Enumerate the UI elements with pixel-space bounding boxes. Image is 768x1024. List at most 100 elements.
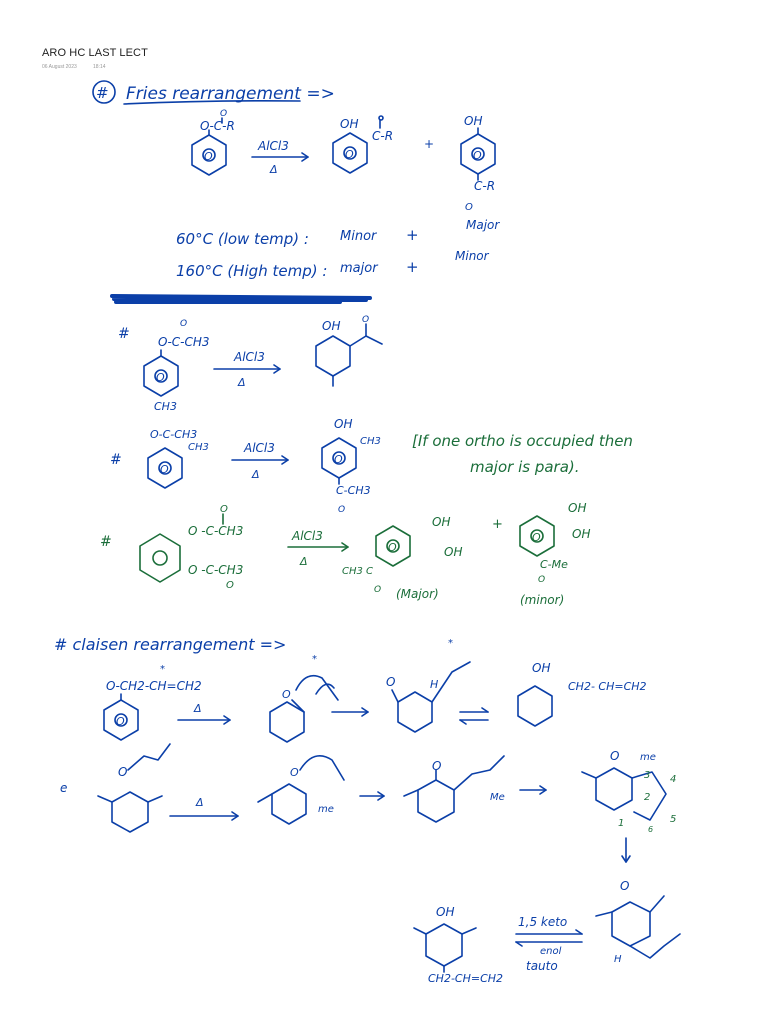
svg-text:OH: OH bbox=[572, 527, 590, 541]
svg-text:AlCl3: AlCl3 bbox=[233, 350, 265, 364]
svg-text:O: O bbox=[220, 504, 228, 515]
svg-text:Δ: Δ bbox=[299, 555, 308, 568]
svg-text:1,5 keto: 1,5 keto bbox=[518, 915, 567, 929]
svg-text:O: O bbox=[282, 688, 291, 701]
example-3: # O -C-CH3 O O -C-CH3 O AlCl3 Δ O OH OH … bbox=[100, 501, 590, 607]
svg-text:C-Me: C-Me bbox=[540, 558, 568, 571]
fries-para-product: OH O C-R O Major Minor bbox=[455, 114, 500, 263]
svg-text:+: + bbox=[424, 137, 434, 151]
svg-text:2: 2 bbox=[644, 792, 650, 803]
svg-text:O-C-CH3: O-C-CH3 bbox=[158, 335, 210, 349]
claisen2-transition-state: O me bbox=[257, 754, 385, 825]
svg-text:Δ: Δ bbox=[237, 376, 246, 389]
svg-text:O: O bbox=[220, 109, 227, 119]
svg-text:#: # bbox=[100, 534, 112, 550]
svg-text:OH: OH bbox=[432, 515, 450, 529]
svg-text:OH: OH bbox=[444, 545, 462, 559]
page-time: 18:14 bbox=[93, 64, 106, 70]
svg-text:O-C-R: O-C-R bbox=[200, 119, 235, 133]
svg-text:O: O bbox=[160, 463, 169, 476]
svg-text:160°C (High temp) :: 160°C (High temp) : bbox=[176, 262, 327, 280]
svg-text:O -C-CH3: O -C-CH3 bbox=[188, 524, 243, 538]
svg-text:O: O bbox=[334, 453, 343, 466]
svg-text:# claisen rearrangement =>: # claisen rearrangement => bbox=[54, 635, 286, 654]
svg-text:O: O bbox=[620, 879, 629, 893]
svg-text:O: O bbox=[610, 749, 619, 763]
svg-text:O: O bbox=[388, 541, 397, 554]
example-1: # O-C-CH3 O O CH3 AlCl3 Δ OH O bbox=[118, 315, 383, 413]
svg-text:OH: OH bbox=[340, 117, 358, 131]
svg-text:+: + bbox=[406, 226, 419, 244]
svg-text:O-C-CH3: O-C-CH3 bbox=[150, 428, 197, 441]
svg-text:me: me bbox=[640, 752, 656, 763]
svg-text:CH3 C: CH3 C bbox=[342, 566, 373, 577]
svg-text:O: O bbox=[465, 202, 473, 213]
claisen-product: OH CH2- CH=CH2 bbox=[517, 661, 647, 727]
svg-text:O: O bbox=[386, 675, 395, 689]
svg-text:CH3: CH3 bbox=[360, 436, 381, 447]
svg-text:+: + bbox=[406, 258, 419, 276]
svg-text:O: O bbox=[290, 766, 299, 779]
svg-text:Major: Major bbox=[466, 218, 500, 232]
svg-text:[If one ortho is occupied then: [If one ortho is occupied then bbox=[412, 432, 633, 450]
svg-text:Fries rearrangement =>: Fries rearrangement => bbox=[126, 84, 335, 104]
svg-text:O -C-CH3: O -C-CH3 bbox=[188, 563, 243, 577]
claisen2-reactant: e O Δ bbox=[60, 743, 239, 833]
svg-text:O: O bbox=[118, 765, 127, 779]
svg-text:me: me bbox=[318, 804, 334, 815]
svg-text:major: major bbox=[340, 261, 379, 276]
svg-text:e: e bbox=[60, 781, 67, 795]
claisen2-cope-state: O me 1 2 3 4 5 6 bbox=[581, 749, 676, 863]
svg-text:O: O bbox=[374, 585, 381, 595]
svg-text:OH: OH bbox=[322, 319, 340, 333]
svg-text:OH: OH bbox=[334, 417, 352, 431]
svg-text:6: 6 bbox=[648, 825, 653, 834]
svg-text:3: 3 bbox=[644, 770, 650, 781]
svg-text:O: O bbox=[180, 319, 187, 329]
claisen2-dienone: O Me bbox=[403, 755, 547, 823]
claisen-reactant: * O-CH2-CH=CH2 O Δ bbox=[103, 664, 231, 741]
svg-text:H: H bbox=[614, 954, 622, 965]
svg-text:C-R: C-R bbox=[372, 129, 393, 143]
svg-text:5: 5 bbox=[670, 814, 676, 825]
svg-text:CH2-CH=CH2: CH2-CH=CH2 bbox=[428, 972, 503, 985]
svg-text:*: * bbox=[312, 654, 317, 665]
fries-temperature-notes: 60°C (low temp) : Minor + 160°C (High te… bbox=[176, 226, 419, 280]
claisen-heading: # claisen rearrangement => bbox=[54, 635, 286, 654]
svg-text:Me: Me bbox=[490, 792, 505, 803]
svg-text:enol: enol bbox=[540, 946, 562, 957]
page-title: ARO HC LAST LECT bbox=[42, 47, 148, 59]
svg-text:O: O bbox=[538, 575, 545, 585]
svg-text:H: H bbox=[430, 678, 438, 691]
svg-text:OH: OH bbox=[464, 114, 482, 128]
svg-text:O: O bbox=[362, 315, 369, 325]
svg-text:OH: OH bbox=[532, 661, 550, 675]
svg-text:CH3: CH3 bbox=[154, 400, 177, 413]
fries-arrow: AlCl3 Δ bbox=[251, 139, 309, 176]
scribble-strikeout bbox=[110, 294, 372, 304]
svg-text:4: 4 bbox=[670, 774, 676, 785]
svg-text:(minor): (minor) bbox=[520, 593, 564, 607]
svg-text:O: O bbox=[204, 150, 213, 163]
svg-text:60°C (low temp) :: 60°C (low temp) : bbox=[176, 230, 309, 248]
svg-text:O: O bbox=[226, 580, 234, 591]
svg-text:Δ: Δ bbox=[193, 702, 202, 715]
svg-text:CH3: CH3 bbox=[188, 442, 209, 453]
svg-text:Δ: Δ bbox=[251, 468, 260, 481]
claisen-dienone: O H * bbox=[386, 638, 489, 733]
svg-text:Δ: Δ bbox=[269, 163, 278, 176]
para-rule-note: [If one ortho is occupied then major is … bbox=[412, 432, 633, 476]
svg-text:#: # bbox=[118, 326, 130, 342]
example-2: # O-C-CH3 O CH3 AlCl3 Δ OH O CH3 C-CH3 O bbox=[110, 417, 381, 515]
page-date: 06 August 2023 bbox=[42, 64, 77, 70]
svg-text:O: O bbox=[473, 149, 482, 162]
svg-text:AlCl3: AlCl3 bbox=[257, 139, 289, 153]
svg-text:(Major): (Major) bbox=[396, 587, 439, 601]
svg-text:#: # bbox=[110, 452, 122, 468]
fries-ortho-product: O OH C-R + bbox=[332, 115, 434, 174]
claisen-transition-state: O * bbox=[269, 654, 369, 743]
tautomerism-arrow: 1,5 keto enol tauto bbox=[515, 915, 583, 973]
svg-text:major is para).: major is para). bbox=[470, 458, 580, 476]
